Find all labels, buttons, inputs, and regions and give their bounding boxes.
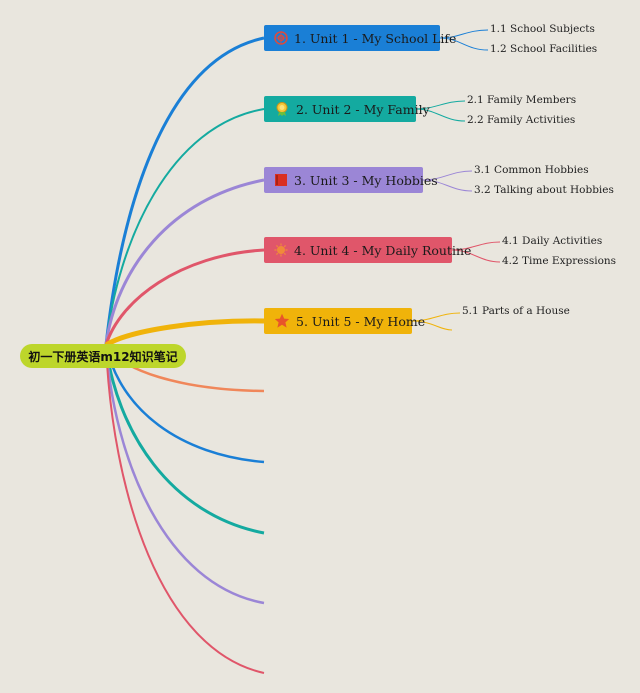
unit-2-node[interactable]: 2. Unit 2 - My Family (264, 96, 430, 122)
sub-link-3-1 (422, 170, 473, 181)
empty-branch-2 (104, 344, 265, 464)
topic-1-2[interactable]: 1.2 School Facilities (490, 43, 598, 55)
sun-icon (274, 242, 288, 258)
unit-5-label: 5. Unit 5 - My Home (296, 313, 426, 329)
unit-5-node[interactable]: 5. Unit 5 - My Home (264, 308, 425, 334)
topic-4-1[interactable]: 4.1 Daily Activities (502, 235, 603, 247)
unit-3-label: 3. Unit 3 - My Hobbies (294, 172, 438, 188)
empty-branch-5 (105, 344, 265, 674)
topic-2-1[interactable]: 2.1 Family Members (467, 94, 577, 106)
sub-link-4-1 (451, 241, 501, 251)
topic-2-2[interactable]: 2.2 Family Activities (467, 114, 576, 126)
unit-1-label: 1. Unit 1 - My School Life (294, 30, 457, 46)
sub-link-1-2 (439, 37, 489, 51)
topic-3-1[interactable]: 3.1 Common Hobbies (474, 164, 589, 176)
unit-1-node[interactable]: 1. Unit 1 - My School Life (264, 25, 456, 51)
unit-2-label: 2. Unit 2 - My Family (296, 101, 430, 117)
unit-4-label: 4. Unit 4 - My Daily Routine (294, 242, 472, 258)
branch-unit-4 (104, 248, 265, 346)
branch-unit-5 (104, 318, 265, 348)
flag-icon (274, 172, 288, 188)
sub-link-5-2 (411, 320, 453, 331)
topic-5-1[interactable]: 5.1 Parts of a House (462, 305, 570, 317)
topic-4-2[interactable]: 4.2 Time Expressions (502, 255, 617, 267)
unit-4-node[interactable]: 4. Unit 4 - My Daily Routine (264, 237, 471, 263)
root-node[interactable]: 初一下册英语m12知识笔记 (20, 344, 186, 368)
unit-3-node[interactable]: 3. Unit 3 - My Hobbies (264, 167, 438, 193)
sub-link-3-2 (422, 179, 473, 192)
branch-unit-2 (105, 108, 265, 346)
branch-unit-3 (104, 178, 265, 346)
topic-3-2[interactable]: 3.2 Talking about Hobbies (474, 184, 614, 196)
empty-branch-4 (104, 344, 265, 605)
medal-icon (274, 101, 290, 117)
target-icon (274, 30, 288, 46)
star-icon (274, 313, 290, 329)
empty-branch-3 (104, 344, 265, 535)
topic-1-1[interactable]: 1.1 School Subjects (490, 23, 595, 35)
sub-link-1-1 (439, 29, 489, 39)
sub-link-2-2 (415, 108, 466, 122)
sub-link-2-1 (415, 100, 466, 110)
branch-unit-1 (104, 36, 265, 346)
sub-link-4-2 (451, 249, 501, 263)
